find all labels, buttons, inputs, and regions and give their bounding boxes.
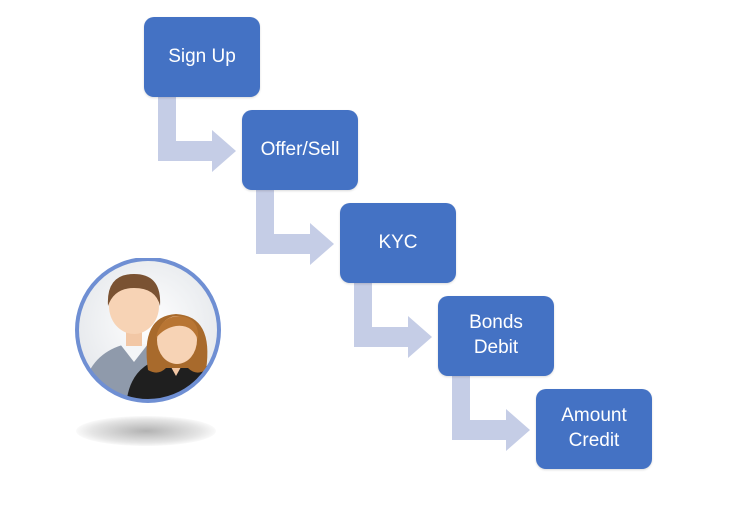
step-label: Bonds Debit [469,312,523,358]
users-icon [75,258,221,403]
step-kyc: KYC [340,203,456,283]
step-label: KYC [378,231,418,253]
users-illustration [68,258,228,458]
step-bonds-debit: Bonds Debit [438,296,554,376]
connector-arrow [256,190,334,265]
connector-arrow [354,283,432,358]
avatar-shadow [76,416,216,446]
step-label: Offer/Sell [260,138,340,160]
step-offer-sell: Offer/Sell [242,110,358,190]
step-sign-up: Sign Up [144,17,260,97]
step-amount-credit: Amount Credit [536,389,652,469]
step-label: Amount Credit [561,405,627,451]
connector-arrow [158,97,236,172]
step-label: Sign Up [168,45,236,67]
connector-arrow [452,376,530,451]
